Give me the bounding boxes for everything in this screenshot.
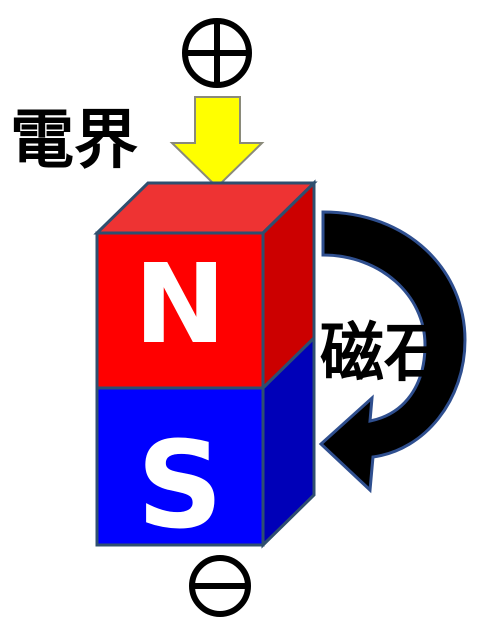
magnet-block: N S bbox=[93, 179, 318, 556]
plus-circle-icon bbox=[182, 18, 252, 88]
minus-circle-icon bbox=[189, 555, 251, 617]
north-pole-label: N bbox=[134, 240, 226, 368]
curved-arrow-icon bbox=[318, 210, 467, 494]
south-pole-label: S bbox=[137, 417, 223, 556]
electric-field-label: 電界 bbox=[10, 104, 138, 178]
south-pole-face bbox=[95, 386, 265, 547]
down-arrow-icon bbox=[169, 96, 265, 189]
magnet-label: 磁石 bbox=[320, 317, 448, 391]
